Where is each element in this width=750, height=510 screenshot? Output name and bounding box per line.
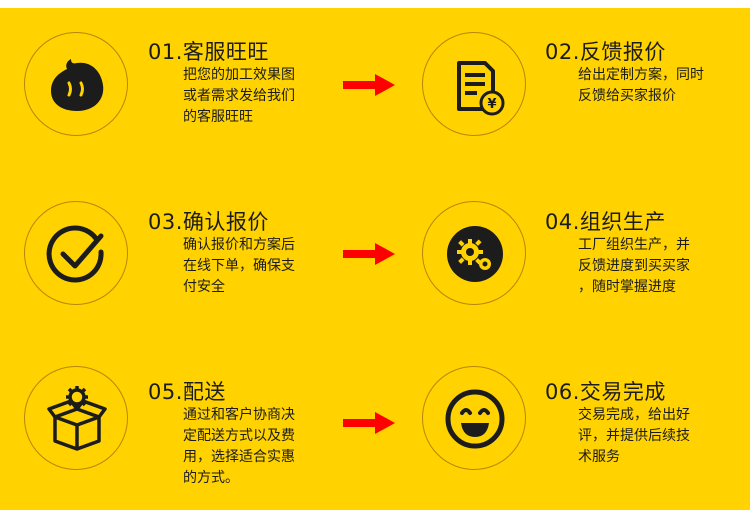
step-5-line: 通过和客户协商决	[183, 407, 295, 423]
step-6-line: 术服务	[578, 449, 620, 465]
step-2-line: 给出定制方案，同时	[578, 67, 704, 83]
package-box-icon	[47, 386, 107, 451]
step-1-description: 把您的加工效果图 或者需求发给我们 的客服旺旺	[183, 65, 313, 128]
step-5-line: 定配送方式以及费	[183, 428, 295, 444]
step-1-title: 01.客服旺旺	[148, 40, 269, 64]
step-4-title: 04.组织生产	[545, 210, 666, 234]
step-4-line: 工厂组织生产，并	[578, 237, 690, 253]
step-5-line: 用，选择适合实惠	[183, 449, 295, 465]
step-6-line: 交易完成，给出好	[578, 407, 690, 423]
step-3-description: 确认报价和方案后 在线下单，确保支 付安全	[183, 235, 313, 298]
step-4-icon-circle	[422, 201, 526, 305]
process-panel: 01.客服旺旺 把您的加工效果图 或者需求发给我们 的客服旺旺 ¥ 02.反馈报…	[0, 8, 750, 510]
step-1-line: 的客服旺旺	[183, 109, 253, 125]
step-3-line: 确认报价和方案后	[183, 237, 295, 253]
step-5-description: 通过和客户协商决 定配送方式以及费 用，选择适合实惠 的方式。	[183, 405, 313, 489]
step-1-line: 或者需求发给我们	[183, 88, 295, 104]
step-6-description: 交易完成，给出好 评，并提供后续技 术服务	[578, 405, 708, 468]
step-3-icon-circle	[24, 201, 128, 305]
step-5-title: 05.配送	[148, 380, 226, 404]
step-1-icon-circle	[24, 32, 128, 136]
step-2-line: 反馈给买家报价	[578, 88, 676, 104]
quote-document-icon: ¥	[457, 61, 505, 116]
arrow-step-5-to-6	[343, 412, 395, 434]
step-5-icon-circle	[24, 366, 128, 470]
step-2-description: 给出定制方案，同时 反馈给买家报价	[578, 65, 708, 107]
arrow-step-3-to-4	[343, 243, 395, 265]
step-4-line: 反馈进度到买买家	[578, 258, 690, 274]
step-6-line: 评，并提供后续技	[578, 428, 690, 444]
step-3-line: 付安全	[183, 279, 225, 295]
step-3-title: 03.确认报价	[148, 210, 269, 234]
step-1-line: 把您的加工效果图	[183, 67, 295, 83]
step-6-title: 06.交易完成	[545, 380, 666, 404]
gear-icon	[447, 226, 503, 282]
arrow-step-1-to-2	[343, 74, 395, 96]
step-5-line: 的方式。	[183, 470, 239, 486]
step-4-line: ，随时掌握进度	[578, 279, 676, 295]
step-2-title: 02.反馈报价	[545, 40, 666, 64]
checkmark-icon	[46, 225, 104, 283]
step-3-line: 在线下单，确保支	[183, 258, 295, 274]
step-4-description: 工厂组织生产，并 反馈进度到买买家 ，随时掌握进度	[578, 235, 708, 298]
step-6-icon-circle	[422, 366, 526, 470]
wangwang-chat-icon	[51, 59, 104, 111]
smiley-icon	[445, 389, 505, 449]
svg-text:¥: ¥	[487, 97, 496, 112]
step-2-icon-circle: ¥	[422, 32, 526, 136]
